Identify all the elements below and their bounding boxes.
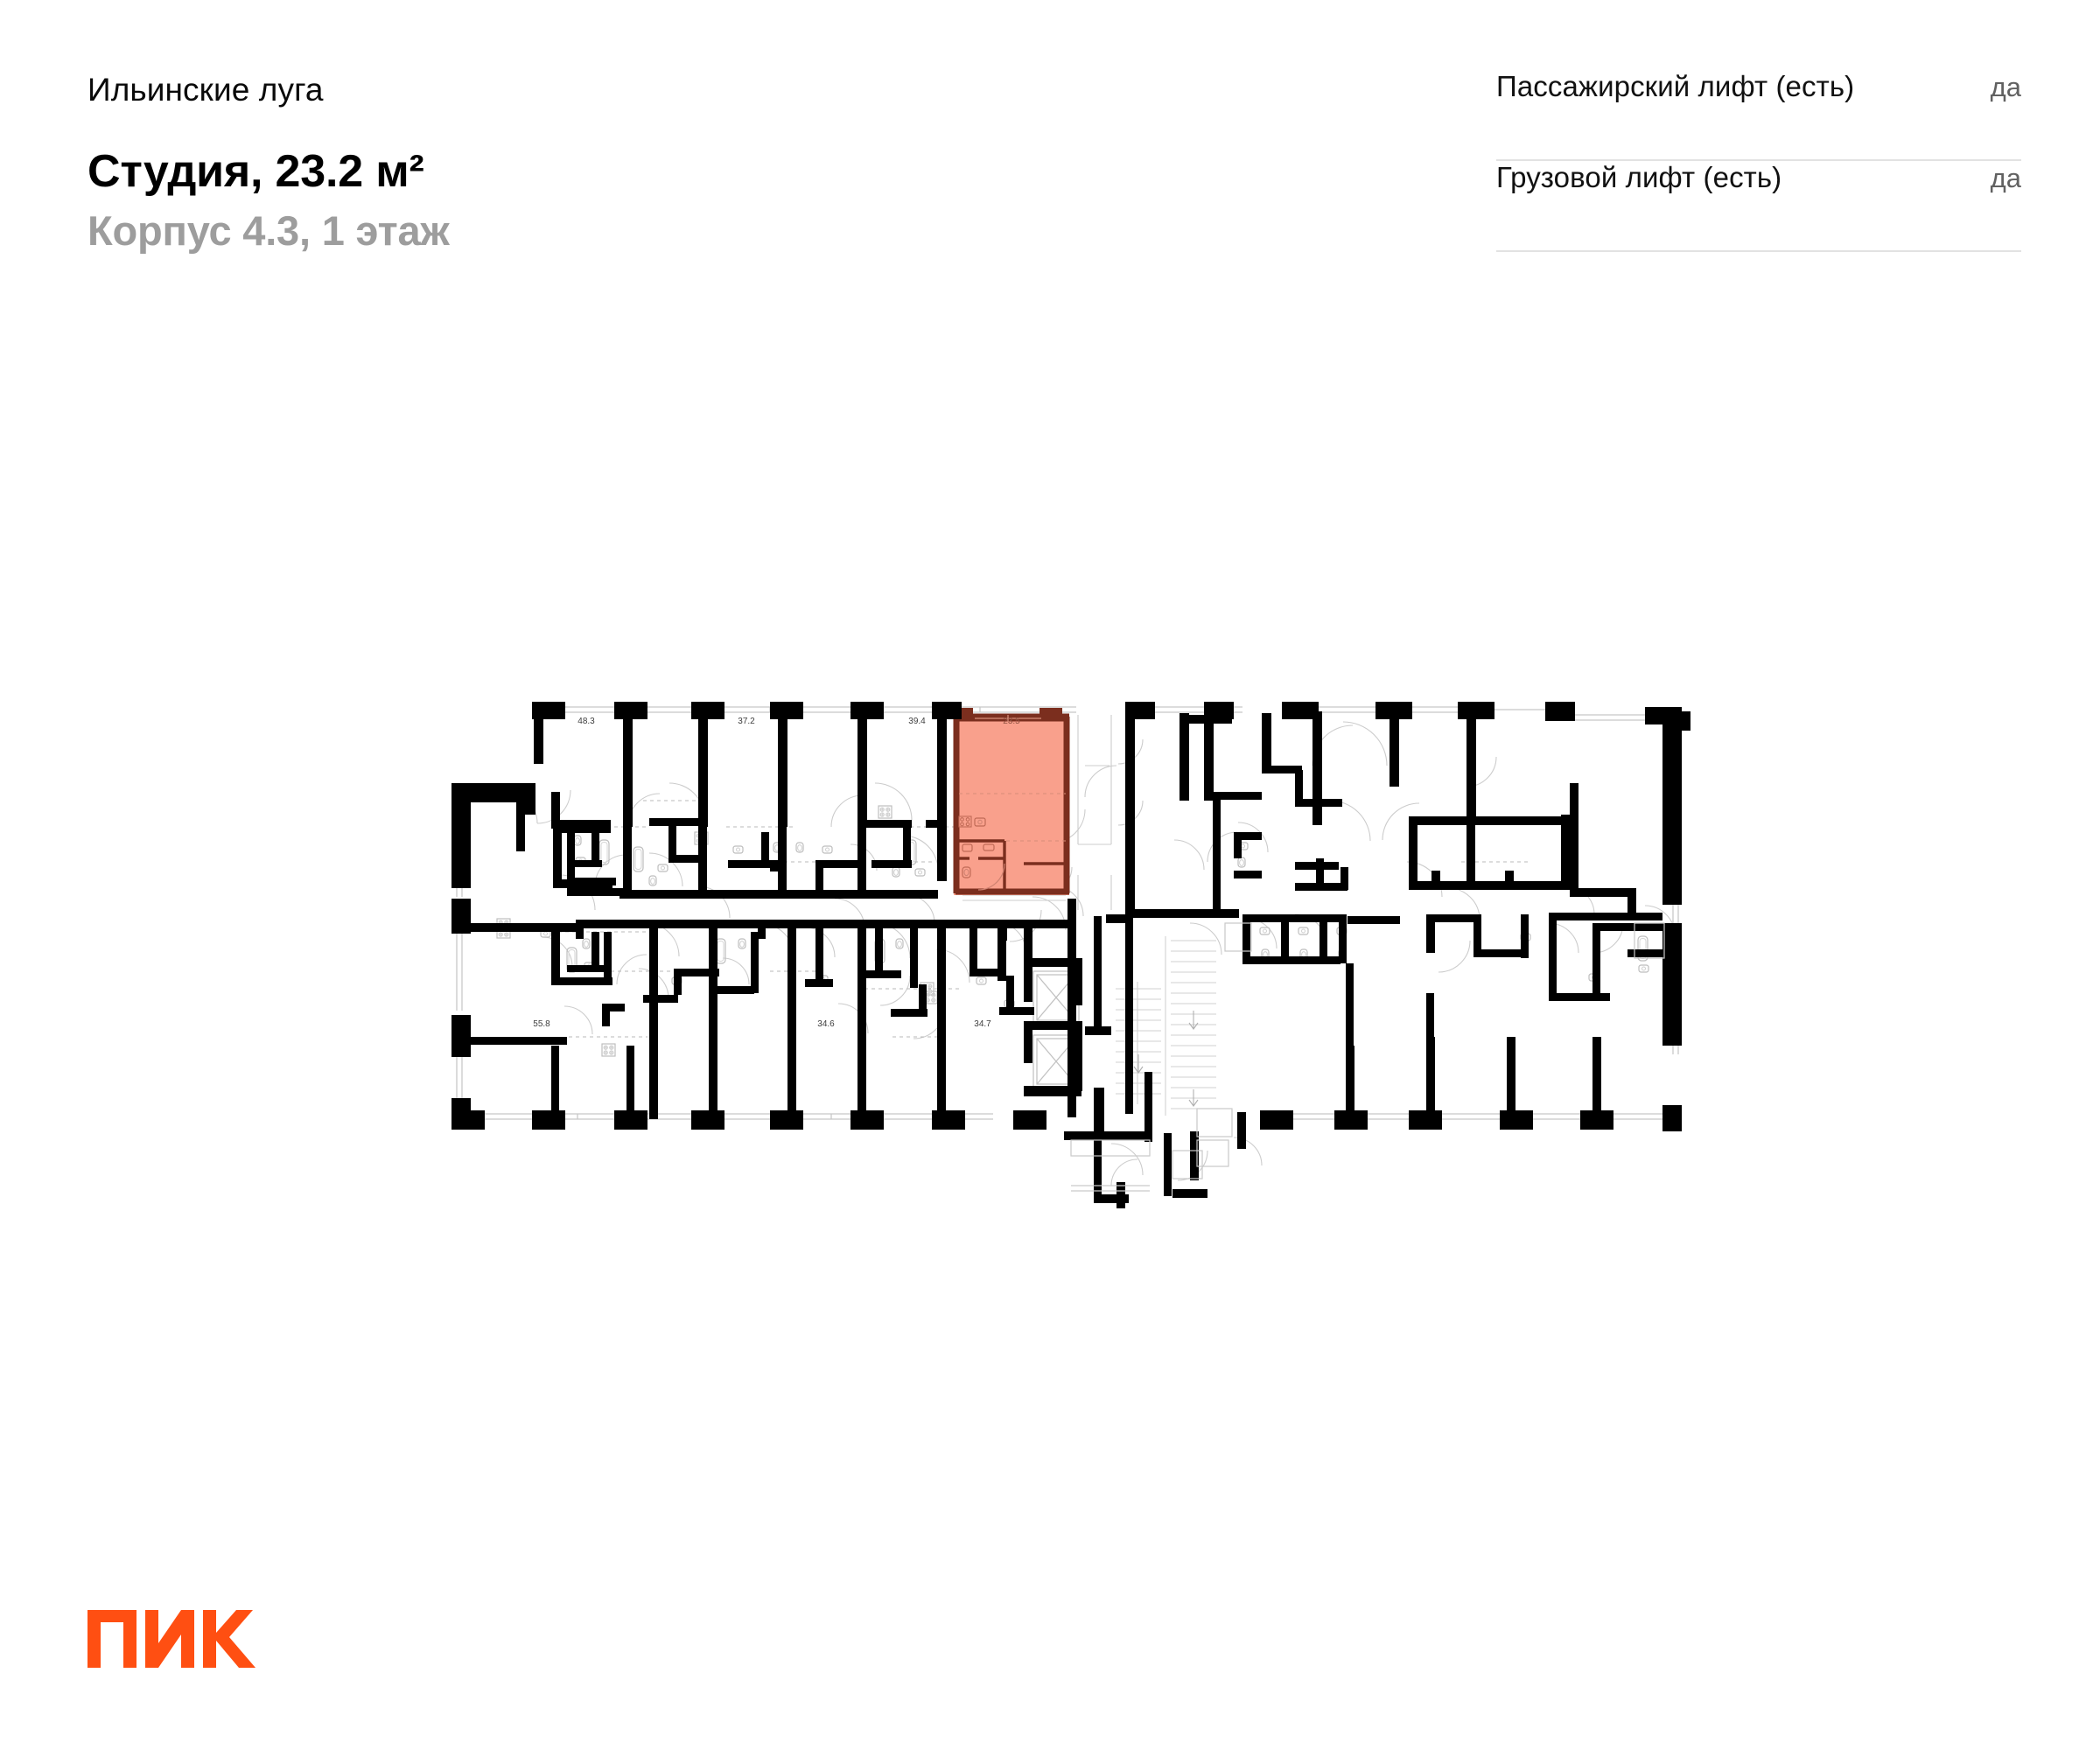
area-label: 37.2 bbox=[738, 717, 755, 726]
area-label: 34.7 bbox=[974, 1019, 991, 1029]
pik-logo[interactable] bbox=[88, 1608, 271, 1670]
divider bbox=[1496, 250, 2021, 252]
header-left: Ильинские луга Студия, 23.2 м² Корпус 4.… bbox=[88, 70, 962, 257]
info-row-freight-elevator: Грузовой лифт (есть) да bbox=[1496, 161, 2021, 250]
info-value: да bbox=[1990, 163, 2021, 193]
highlighted-apartment[interactable] bbox=[953, 708, 1070, 895]
info-label: Грузовой лифт (есть) bbox=[1496, 161, 1782, 193]
info-panel: Пассажирский лифт (есть) да Грузовой лиф… bbox=[1496, 70, 2021, 252]
area-label: 34.6 bbox=[817, 1019, 835, 1029]
area-label: 23.5 bbox=[1003, 717, 1020, 726]
walls-layer bbox=[452, 702, 1690, 1208]
info-label: Пассажирский лифт (есть) bbox=[1496, 70, 1855, 102]
page-title: Студия, 23.2 м² bbox=[88, 146, 424, 198]
area-label: 48.3 bbox=[578, 717, 595, 726]
pik-logo-glyphs bbox=[88, 1610, 256, 1668]
divider bbox=[1496, 159, 2021, 161]
info-row-passenger-elevator: Пассажирский лифт (есть) да bbox=[1496, 70, 2021, 159]
info-value: да bbox=[1990, 72, 2021, 102]
page-subtitle: Корпус 4.3, 1 этаж bbox=[88, 207, 450, 255]
complex-name: Ильинские луга bbox=[88, 72, 324, 108]
area-label: 55.8 bbox=[533, 1019, 550, 1029]
area-label: 39.4 bbox=[908, 717, 926, 726]
area-labels: 48.3 37.2 39.4 23.5 55.8 34.6 34.7 bbox=[533, 717, 1020, 1029]
floorplan[interactable]: 48.3 37.2 39.4 23.5 55.8 34.6 34.7 bbox=[420, 661, 1698, 1256]
